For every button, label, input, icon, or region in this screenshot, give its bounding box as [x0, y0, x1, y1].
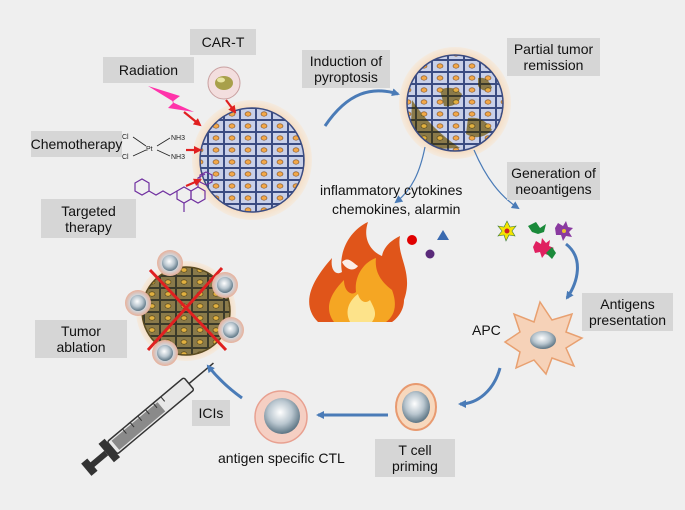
apc-label: APC: [472, 322, 501, 338]
red-arrows: [183, 99, 237, 188]
partial-remission-label: Partial tumor remission: [507, 38, 600, 76]
targeted-therapy-label: Targeted therapy: [41, 199, 136, 238]
fire-icon: [309, 222, 408, 322]
chemokines-text: chemokines, alarmin: [332, 201, 461, 217]
tumor-ablation-label: Tumor ablation: [35, 320, 127, 358]
tumor-partial-remission: [399, 47, 511, 159]
neoantigens-icon: [497, 220, 573, 259]
targeted-drug-molecule: [134, 171, 213, 212]
blue-arrows: [206, 88, 579, 419]
ctl-label: antigen specific CTL: [218, 450, 345, 466]
tumor-left: [192, 100, 312, 220]
apc-cell: [503, 300, 584, 376]
t-cell-priming-label: T cell priming: [375, 439, 455, 477]
ctl-cells-around-tumor: [125, 250, 244, 366]
molecule-pt: Pt: [146, 146, 153, 153]
induction-label: Induction of pyroptosis: [302, 50, 390, 88]
radiation-bolt-icon: [148, 86, 194, 112]
tumor-ablated: [136, 261, 236, 361]
ctl-cell: [254, 390, 308, 444]
car-t-label: CAR-T: [190, 29, 256, 55]
inflammatory-text: inflammatory cytokines: [320, 182, 463, 198]
antigen-presentation-label: Antigens presentation: [582, 293, 673, 331]
molecule-nh3b: NH3: [171, 154, 185, 161]
molecule-cl2: Cl: [122, 154, 129, 161]
molecule-cl1: Cl: [122, 134, 129, 141]
car-t-cell: [207, 66, 241, 100]
cytokine-dots: [407, 230, 449, 259]
molecule-nh3a: NH3: [171, 135, 185, 142]
neoantigens-label: Generation of neoantigens: [507, 162, 600, 200]
cisplatin-molecule: Cl Cl Pt NH3 NH3: [122, 134, 185, 161]
thin-blue-arrows: [394, 146, 520, 210]
syringe-icon: [81, 362, 214, 476]
t-cell: [395, 383, 437, 431]
icis-label: ICIs: [192, 400, 230, 426]
radiation-label: Radiation: [103, 57, 194, 83]
chemotherapy-label: Chemotherapy: [31, 131, 122, 157]
